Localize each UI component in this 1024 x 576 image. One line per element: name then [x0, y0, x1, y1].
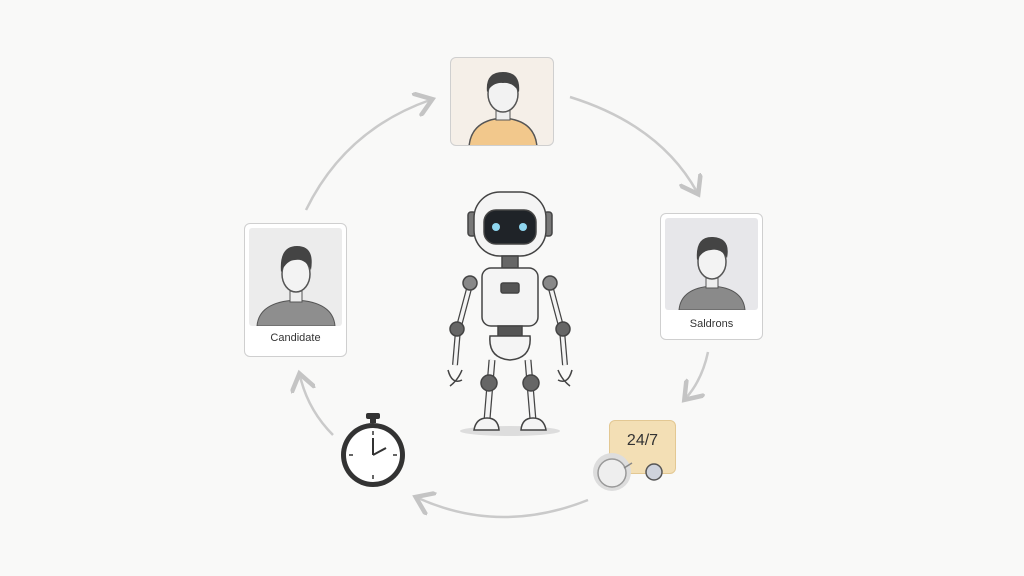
arrow-badge-to-stopwatch [418, 498, 589, 519]
arrow-right-to-badge [686, 351, 710, 398]
availability-badge: 24/7 [609, 420, 676, 474]
card-label: Saldrons [689, 318, 734, 330]
right-person-card: Saldrons [660, 213, 763, 340]
person-icon [678, 236, 746, 310]
top-person-card [450, 57, 554, 146]
candidate-card: Candidate [244, 223, 347, 357]
arrow-stopwatch-to-left [300, 376, 334, 436]
person-icon [468, 72, 538, 145]
person-icon [256, 246, 336, 326]
arrow-top-to-right [569, 95, 697, 192]
arrow-left-to-top [304, 100, 430, 211]
card-label: Candidate [270, 332, 321, 344]
